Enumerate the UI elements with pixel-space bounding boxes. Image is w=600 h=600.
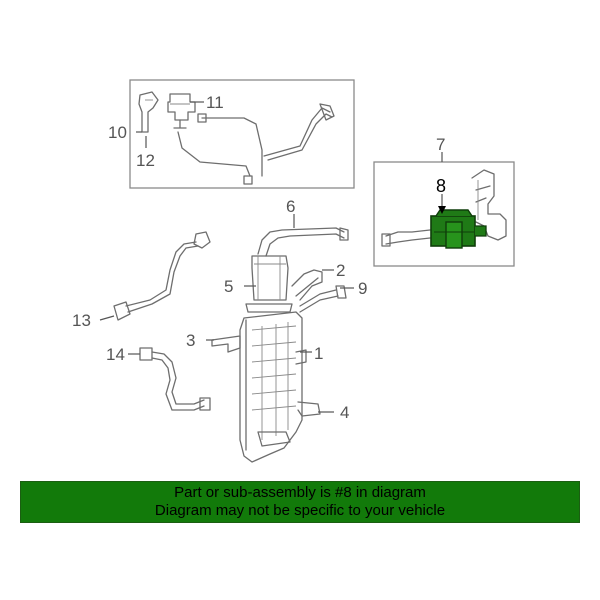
callout-10: 10 <box>108 123 127 142</box>
harness-14 <box>139 347 211 411</box>
inset-box-purge-valve <box>373 161 515 267</box>
callout-2: 2 <box>336 261 345 280</box>
banner-line-part: Part or sub-assembly is #8 in diagram <box>174 484 426 501</box>
leader-lines <box>99 101 446 413</box>
callout-6: 6 <box>286 197 295 216</box>
callout-12: 12 <box>136 151 155 170</box>
callout-11: 11 <box>206 93 224 112</box>
callout-4: 4 <box>340 403 349 422</box>
callout-8: 8 <box>436 176 446 196</box>
inset-box-vacuum-lines <box>129 79 355 189</box>
callout-labels: 1 2 3 4 5 6 7 8 9 10 11 12 13 14 <box>72 93 446 422</box>
canister-assembly <box>211 227 349 463</box>
harness-13 <box>113 231 211 321</box>
part-info-banner: Part or sub-assembly is #8 in diagram Di… <box>20 481 580 523</box>
purge-valve-highlighted <box>430 209 487 249</box>
callout-3: 3 <box>186 331 195 350</box>
callout-14: 14 <box>106 345 125 364</box>
callout-13: 13 <box>72 311 91 330</box>
callout-9: 9 <box>358 279 367 298</box>
banner-line-disclaimer: Diagram may not be specific to your vehi… <box>154 502 446 519</box>
callout-1: 1 <box>314 344 323 363</box>
callout-5: 5 <box>224 277 233 296</box>
callout-7: 7 <box>436 135 445 154</box>
